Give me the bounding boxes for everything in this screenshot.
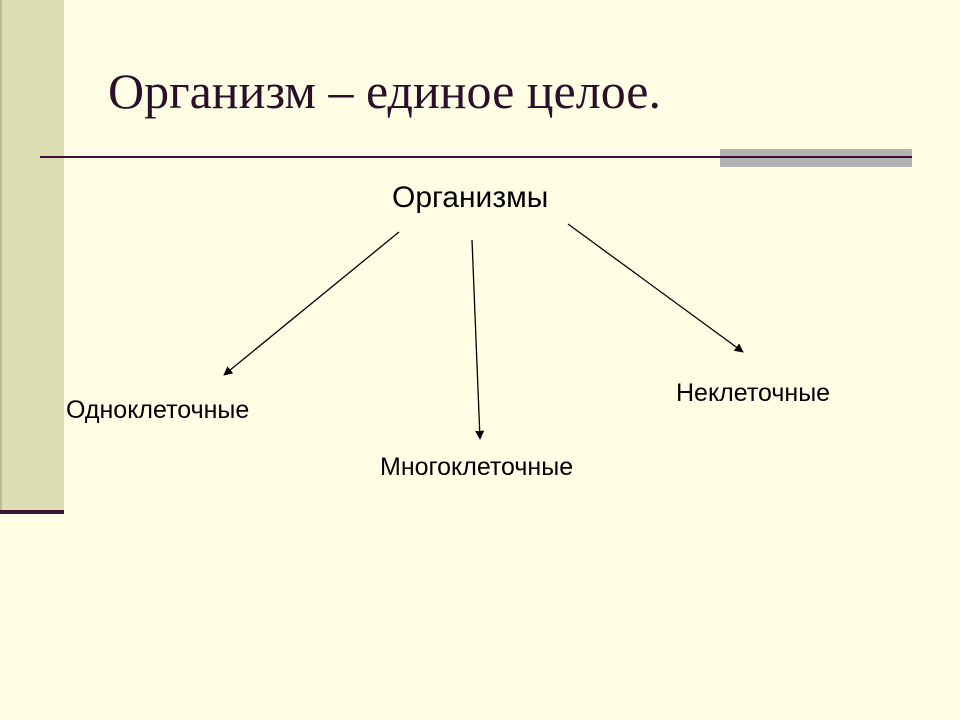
side-band-underline	[0, 510, 64, 514]
title-rule	[40, 156, 912, 158]
title-rule-accent-line	[720, 156, 912, 158]
diagram-node-unicellular: Одноклеточные	[66, 396, 250, 424]
arrow-to-multicellular	[471, 239, 485, 440]
slide-title: Организм – единое целое.	[108, 63, 662, 119]
side-band-edge	[0, 0, 2, 510]
decorative-side-band	[0, 0, 64, 510]
arrow-to-unicellular	[223, 231, 400, 376]
diagram-node-noncellular: Неклеточные	[676, 379, 831, 407]
arrow-to-noncellular	[567, 223, 744, 353]
title-rule-accent-bar	[720, 149, 912, 167]
diagram-node-multicellular: Многоклеточные	[380, 453, 574, 481]
diagram-root-label: Организмы	[392, 181, 549, 214]
